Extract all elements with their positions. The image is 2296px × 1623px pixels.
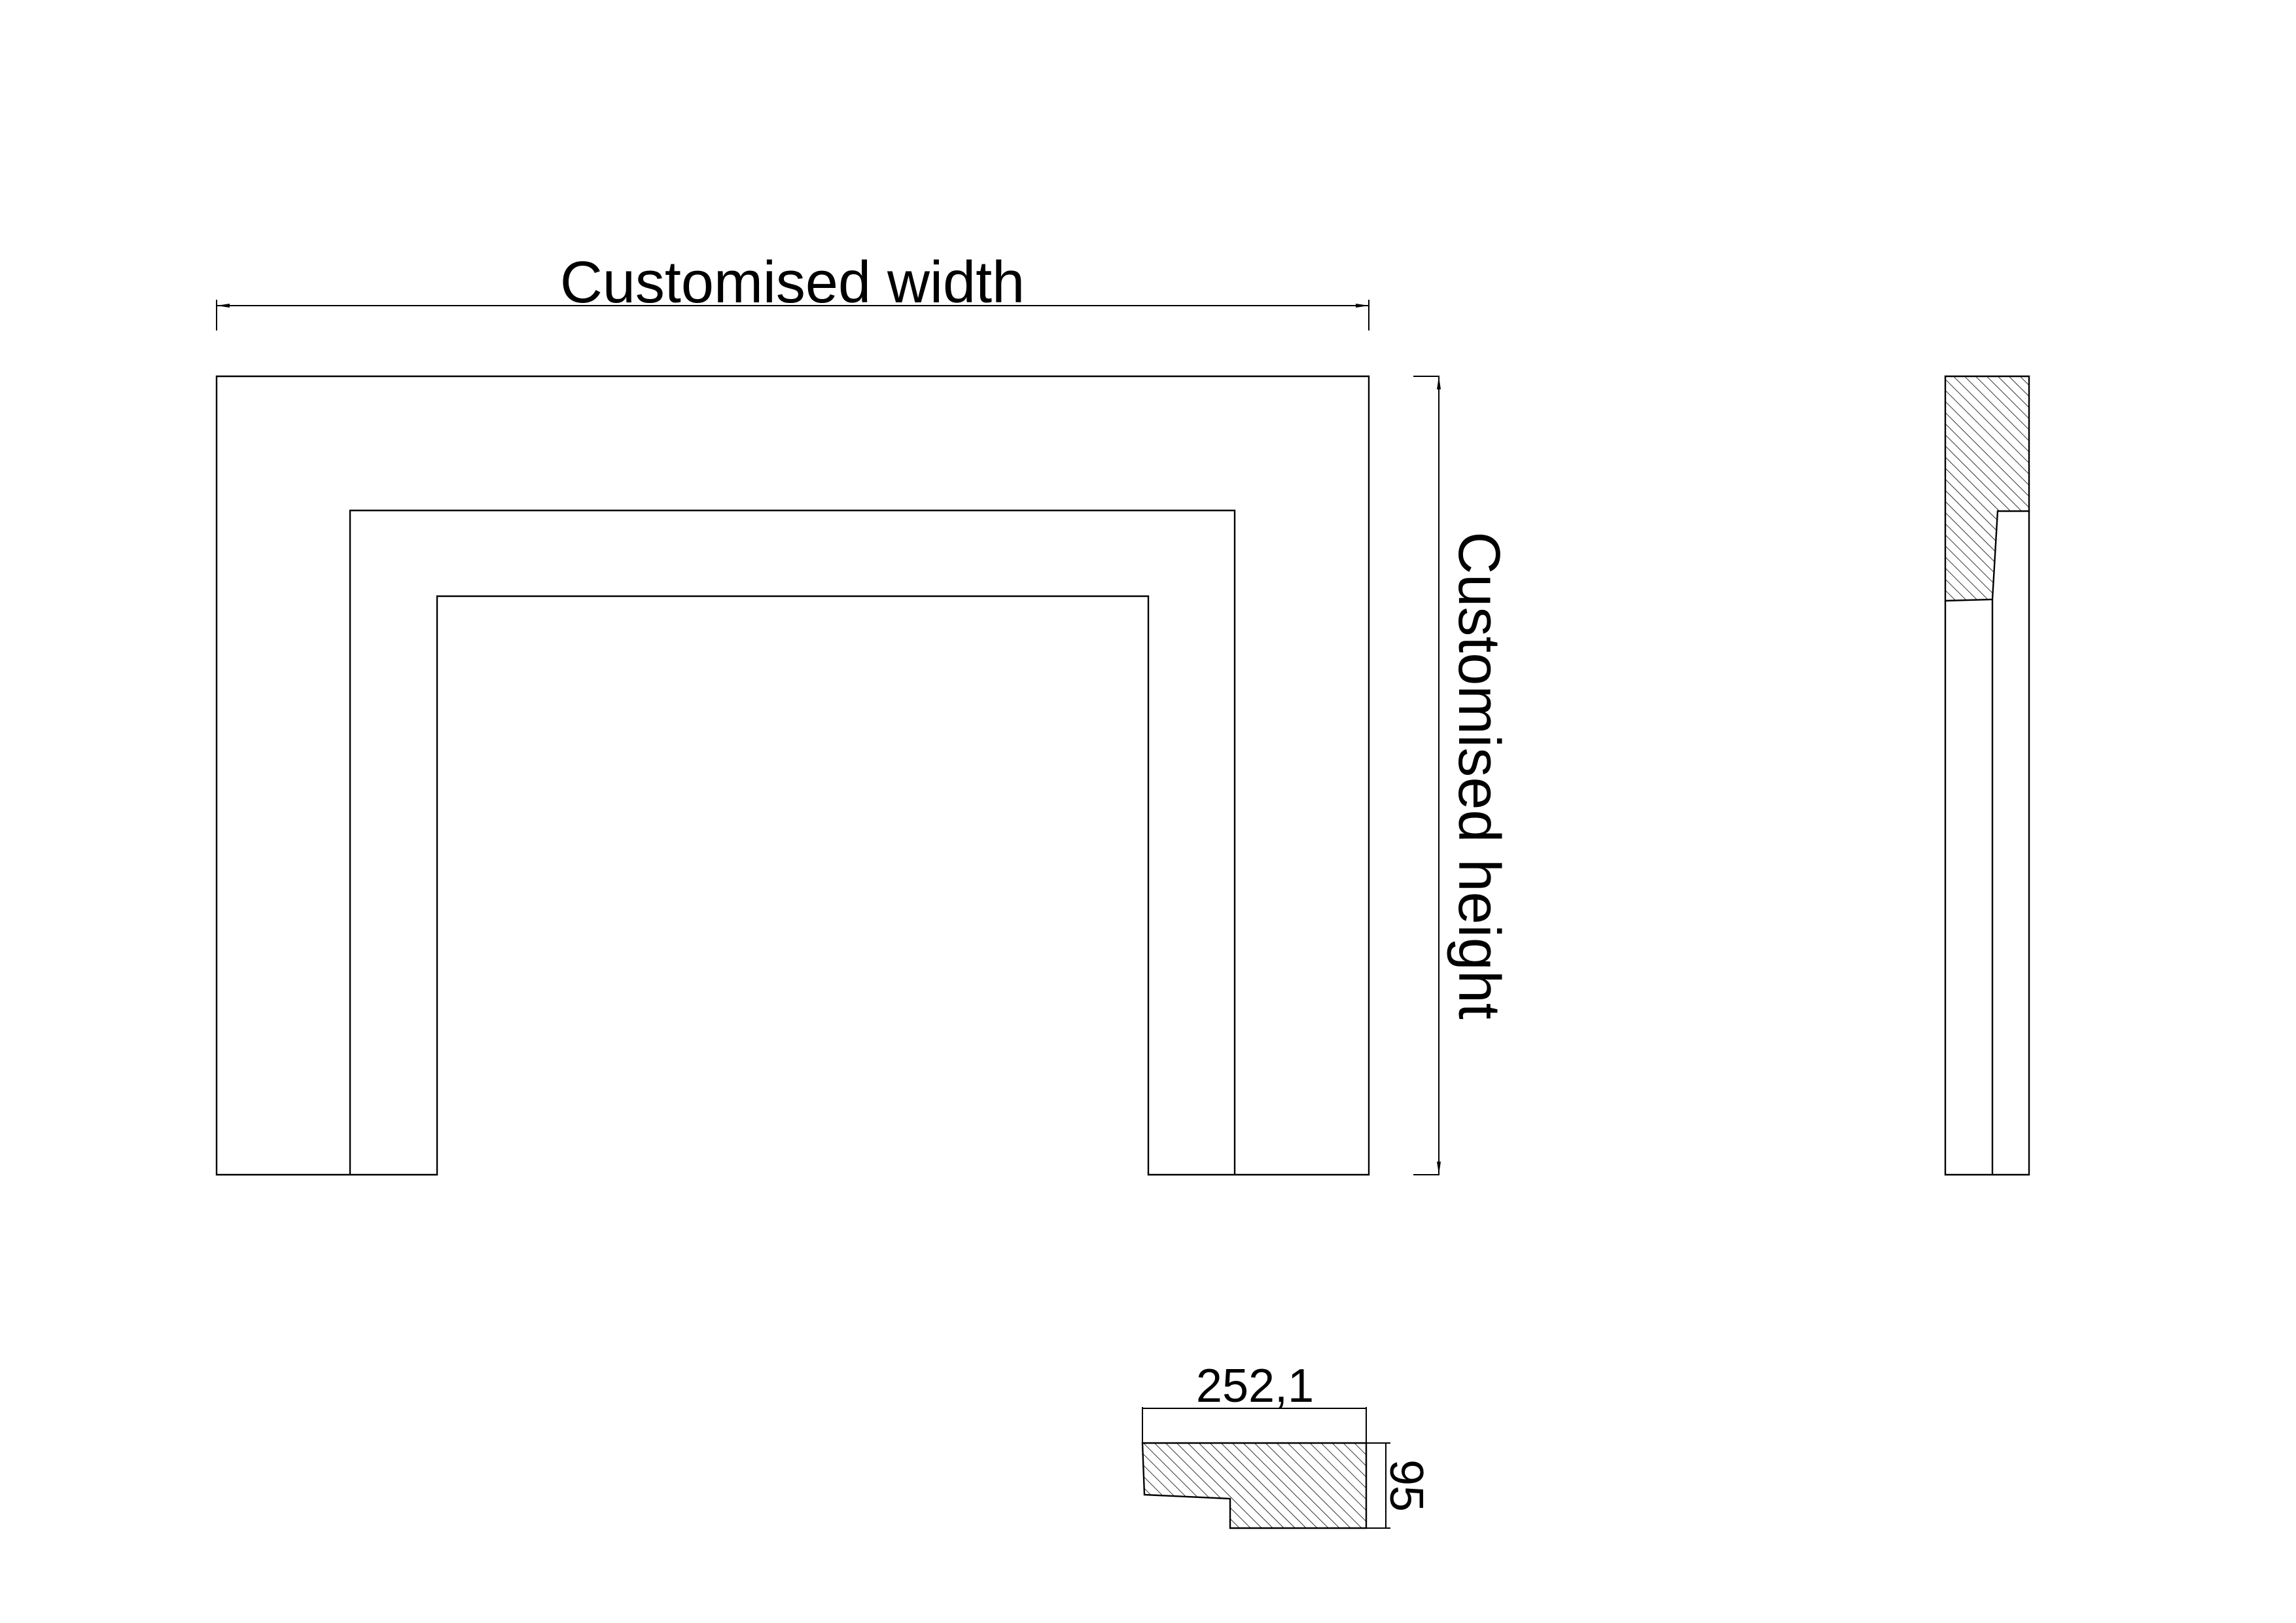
width-label: Customised width xyxy=(560,250,1025,315)
side-hatched-section xyxy=(1944,375,2030,602)
surround-inner-step xyxy=(349,509,1236,1175)
thickness-dimension: 95 xyxy=(1366,1442,1432,1529)
height-dimension: Customised height xyxy=(1413,376,1511,1175)
front-view: Customised width Customised height xyxy=(215,250,1511,1176)
side-profile-outline xyxy=(1944,511,2030,1176)
surround-outer-outline xyxy=(215,375,1370,1176)
thickness-label: 95 xyxy=(1380,1459,1432,1512)
depth-dimension: 252,1 xyxy=(1142,1360,1367,1443)
width-dimension: Customised width xyxy=(216,250,1369,330)
plan-section-view: 252,1 95 xyxy=(1141,1360,1432,1529)
side-section-view xyxy=(1944,375,2030,1176)
plan-hatched-section xyxy=(1141,1442,1368,1529)
depth-label: 252,1 xyxy=(1196,1360,1314,1412)
height-label: Customised height xyxy=(1446,531,1511,1019)
